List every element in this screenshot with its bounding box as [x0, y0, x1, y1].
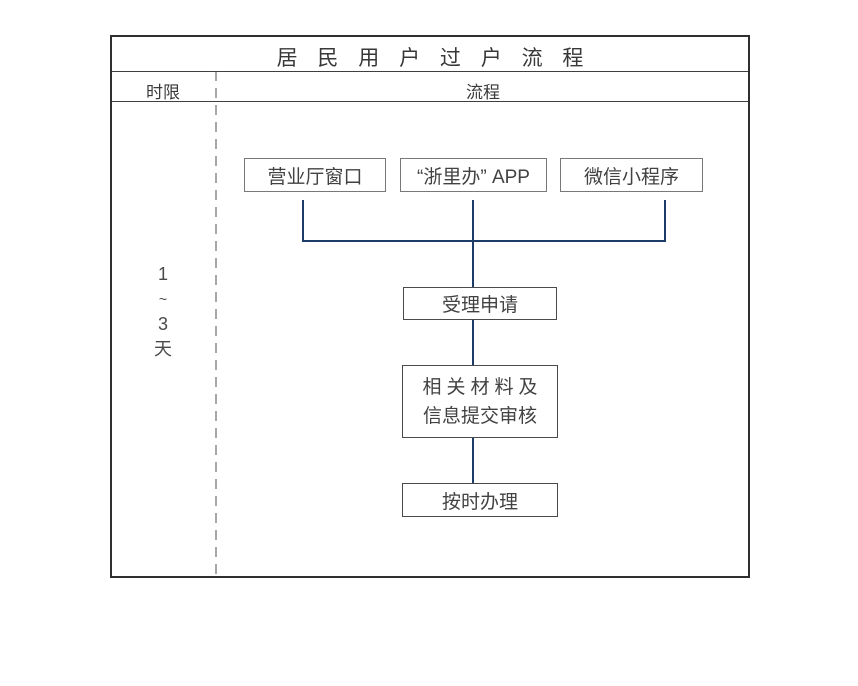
- flow-node-materials-review: 相关材料及 信息提交审核: [402, 365, 558, 438]
- time-limit-char: 3: [157, 314, 168, 334]
- header-row-divider: [112, 101, 748, 102]
- page-title: 居 民 用 户 过 户 流 程: [276, 47, 591, 70]
- flow-node-materials-review-line2: 信息提交审核: [422, 405, 537, 427]
- flow-node-materials-review-line1: 相关材料及: [422, 376, 543, 398]
- flow-node-zheliban-app: “浙里办” APP: [400, 158, 547, 192]
- column-header-process: 流程: [466, 83, 500, 102]
- flow-node-hall-window: 营业厅窗口: [244, 158, 386, 192]
- flow-node-wechat-mini-program: 微信小程序: [560, 158, 703, 192]
- column-header-time-limit: 时限: [146, 83, 180, 102]
- time-limit-char: ~: [158, 291, 168, 307]
- time-limit-char: 天: [154, 339, 172, 359]
- flow-node-handle-on-time: 按时办理: [402, 483, 558, 517]
- time-limit-char: 1: [157, 264, 168, 284]
- time-limit-value: 1 ~ 3 天: [110, 262, 216, 362]
- title-row-divider: [112, 71, 748, 72]
- table-frame: [110, 35, 750, 578]
- flow-node-accept-application: 受理申请: [403, 287, 557, 320]
